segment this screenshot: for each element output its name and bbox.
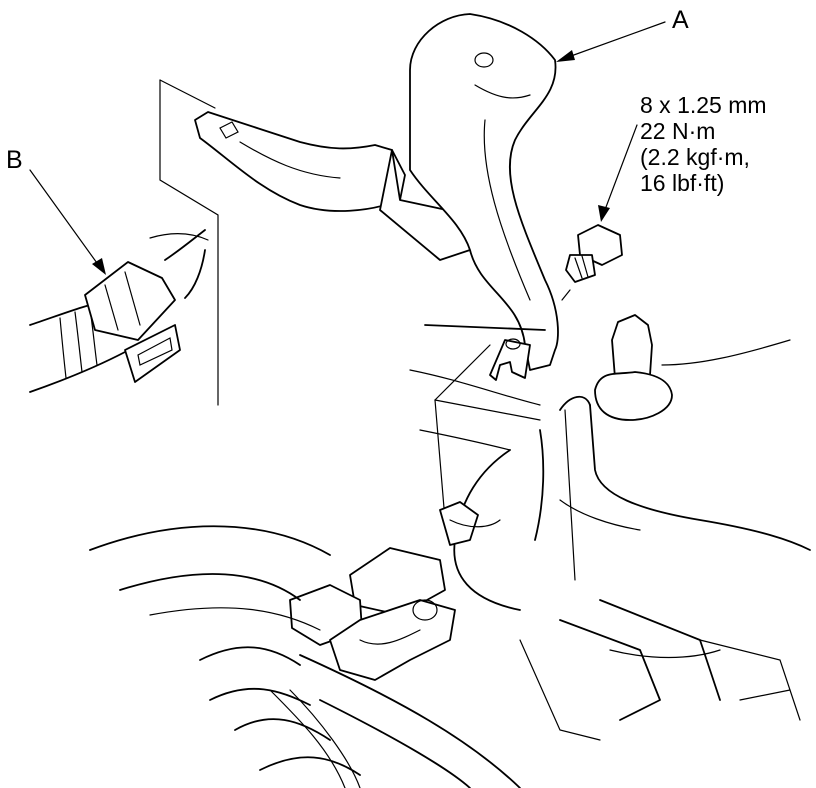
wall-panel [159, 79, 219, 406]
bolt-spec: 8 x 1.25 mm 22 N·m (2.2 kgf·m, 16 lbf·ft… [640, 92, 767, 196]
label-a: A [672, 6, 689, 34]
hoses [89, 525, 801, 788]
bracket-a [409, 13, 559, 381]
engine-housing [409, 324, 811, 611]
bracket-arm [194, 111, 471, 261]
bolt-icon [561, 224, 623, 301]
bolt-torque-lbfft: 16 lbf·ft) [640, 170, 725, 196]
bolt-torque-nm: 22 N·m [640, 118, 716, 144]
harness-clamp-b [84, 261, 181, 383]
label-b: B [6, 146, 23, 174]
mounting-post [594, 314, 791, 421]
wire-harness [29, 229, 209, 393]
bolt-size: 8 x 1.25 mm [640, 92, 767, 118]
connector-clips [289, 501, 501, 681]
bolt-torque-kgfm: (2.2 kgf·m, [640, 144, 750, 170]
leader-arrows [29, 21, 666, 275]
